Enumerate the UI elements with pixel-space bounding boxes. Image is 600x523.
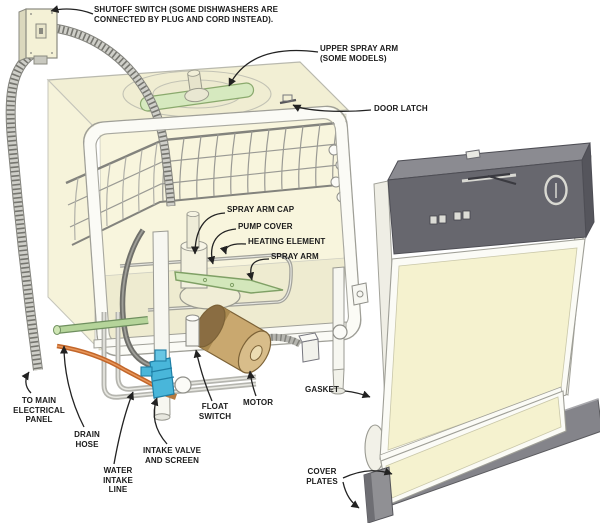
- label-float-switch: FLOAT SWITCH: [198, 402, 232, 421]
- label-water-intake-line: WATER INTAKE LINE: [103, 466, 133, 495]
- shutoff-switch-illustration: [5, 8, 58, 371]
- spray-arm-illustration: [174, 271, 284, 294]
- label-heating-element: HEATING ELEMENT: [248, 237, 326, 246]
- intake-valve-illustration: [140, 349, 192, 399]
- label-spray-arm: SPRAY ARM: [271, 252, 319, 261]
- label-spray-arm-cap: SPRAY ARM CAP: [227, 205, 295, 214]
- label-gasket: GASKET: [305, 385, 339, 394]
- control-buttons: [429, 210, 471, 225]
- junction-box: [301, 338, 320, 363]
- label-intake-valve-and-screen: INTAKE VALVE AND SCREEN: [142, 446, 202, 465]
- power-conduit-upper: [53, 23, 176, 207]
- label-cover-plates: COVER PLATES: [306, 467, 338, 486]
- pump-assembly: [119, 210, 293, 312]
- label-door-latch: DOOR LATCH: [374, 104, 428, 113]
- hinge-pin: [332, 324, 348, 340]
- label-motor: MOTOR: [243, 398, 274, 407]
- label-shutoff-switch: SHUTOFF SWITCH (SOME DISHWASHERS ARE CON…: [94, 5, 279, 24]
- door-assembly: [351, 142, 600, 523]
- door-latch-tab: [465, 149, 481, 160]
- spray-arm-cap-illustration: [186, 213, 200, 249]
- label-pump-cover: PUMP COVER: [238, 222, 293, 231]
- label-to-main-electrical-panel: TO MAIN ELECTRICAL PANEL: [13, 396, 65, 425]
- float-switch-illustration: [185, 314, 200, 347]
- control-panel: [387, 142, 595, 255]
- label-upper-spray-arm: UPPER SPRAY ARM (SOME MODELS): [320, 44, 399, 63]
- leader-arrows: [21, 5, 393, 509]
- label-drain-hose: DRAIN HOSE: [74, 430, 100, 449]
- hinge-bracket: [351, 282, 369, 306]
- frame-pipes: [101, 312, 257, 400]
- drain-hose-illustration: [53, 228, 153, 369]
